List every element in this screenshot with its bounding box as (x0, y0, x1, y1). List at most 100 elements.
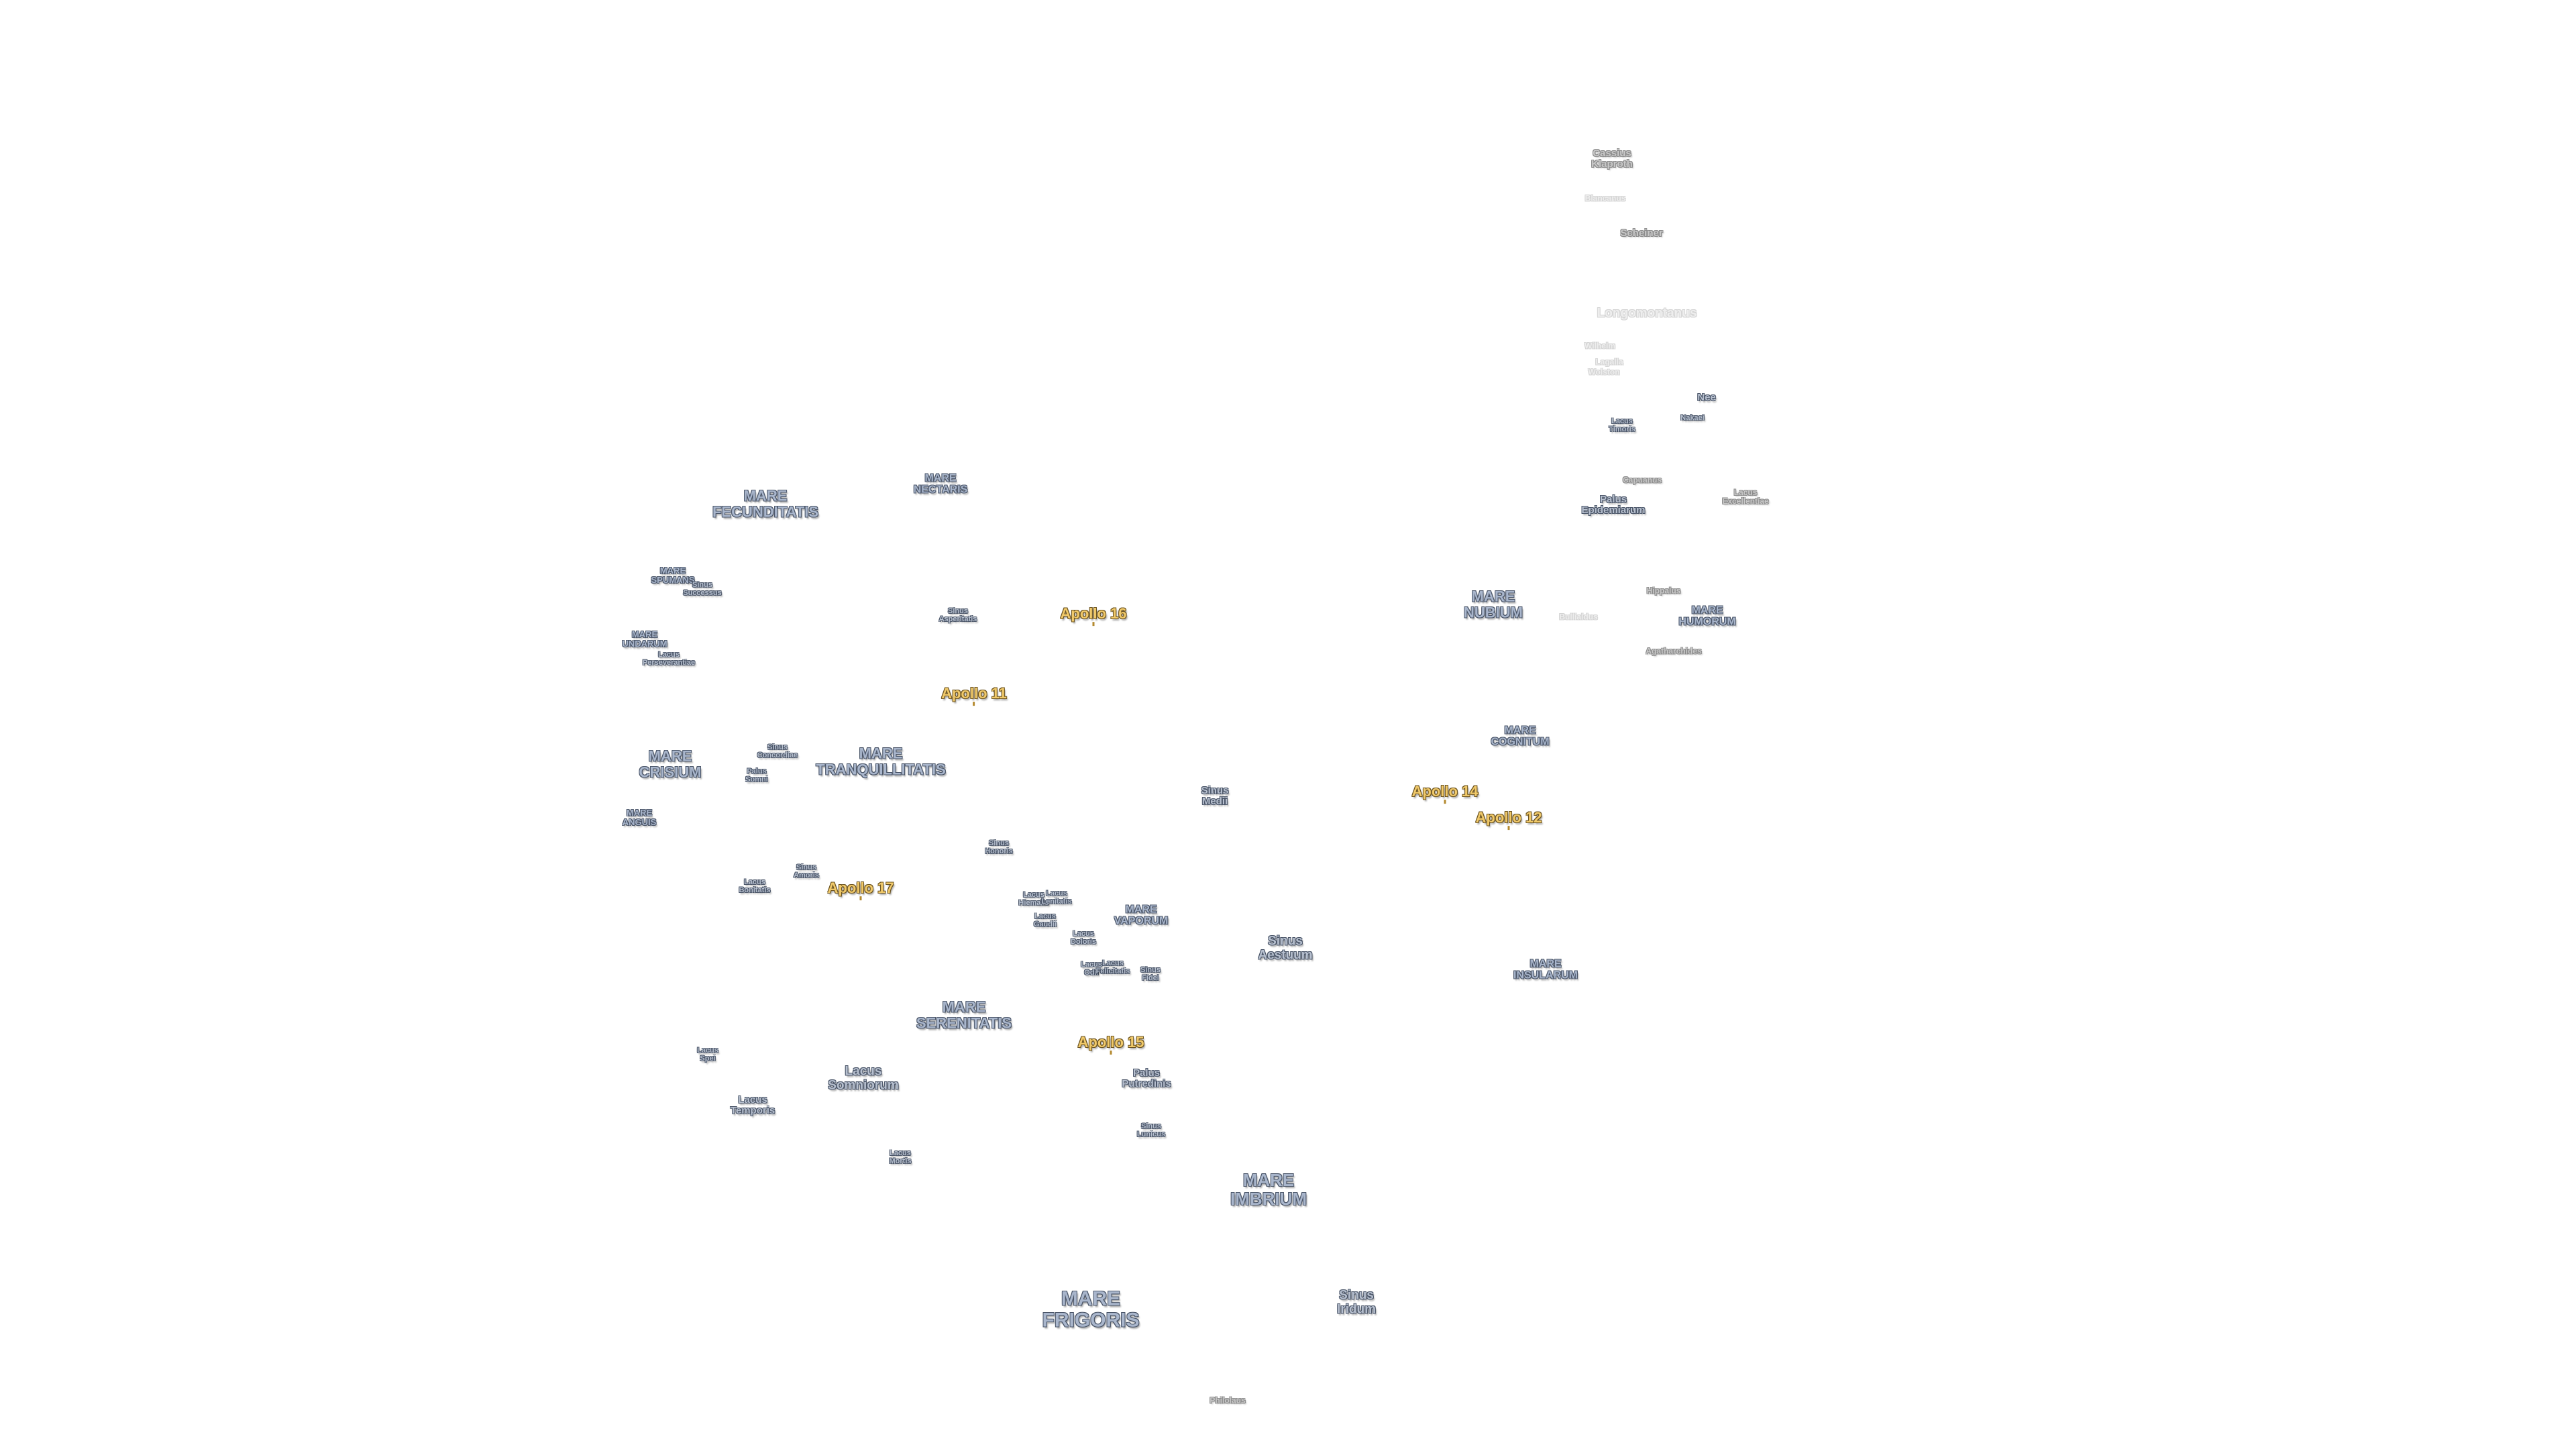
label-line: Asperitatis (938, 615, 977, 623)
label-line: HUMORUM (1678, 616, 1736, 628)
label-line: Lagalla (1595, 357, 1623, 367)
label-line: UNDARUM (622, 639, 667, 649)
label-line: Sinus (1201, 784, 1229, 796)
label-line: Palus (747, 767, 767, 776)
label-line: Lacus (738, 1093, 767, 1106)
landing-site-apollo-16: Apollo 16 (1060, 606, 1127, 626)
label-line: Temporis (730, 1105, 775, 1116)
label-line: Bonitatis (739, 886, 771, 894)
label-line: Nee (1697, 391, 1716, 403)
label-line: TRANQUILLITATIS (816, 761, 946, 777)
label-line: Sinus (1339, 1288, 1374, 1303)
label-line: VAPORUM (1114, 916, 1169, 927)
label-line: Sinus (989, 839, 1009, 848)
apollo-11-marker (973, 701, 975, 706)
label-line: Perseverantiae (642, 659, 696, 667)
label-line: Bullialdus (1559, 612, 1598, 622)
label-line: MARE (1061, 1287, 1121, 1310)
label-line: MARE (1125, 904, 1157, 916)
crater-blancanus: Blancanus (1585, 193, 1626, 203)
apollo-17-marker (859, 896, 862, 900)
label-line: Lunicus (1136, 1130, 1166, 1138)
label-line: Doloris (1071, 938, 1096, 946)
apollo-15-marker (1110, 1050, 1112, 1055)
label-line: Scheiner (1620, 227, 1663, 239)
label-line: SPUMANS (651, 575, 695, 585)
label-line: Klaproth (1591, 158, 1633, 170)
label-line: NECTARIS (913, 484, 968, 496)
label-line: MARE (626, 807, 653, 818)
label-line: Epidemiarum (1581, 504, 1646, 516)
label-line: Palus (1599, 493, 1627, 505)
label-line: Iridum (1336, 1302, 1377, 1316)
label-line: MARE (1242, 1169, 1295, 1190)
label-line: MARE (859, 745, 903, 762)
label-line: Cassius (1593, 147, 1631, 159)
label-line: Medii (1201, 796, 1228, 807)
label-line: INSULARUM (1513, 970, 1578, 981)
label-line: MARE (659, 565, 686, 576)
label-line: COGNITUM (1491, 737, 1550, 748)
label-line: Putredinis (1122, 1078, 1171, 1089)
label-line: Gaudii (1033, 920, 1057, 928)
label-line: Philolaus (1210, 1395, 1246, 1405)
crater-capuanus: Capuanus (1623, 476, 1662, 485)
label-line: Lenitatis (1041, 898, 1072, 906)
label-line: Odii (1084, 969, 1099, 977)
label-line: Lacus (697, 1046, 718, 1055)
landing-site-apollo-15: Apollo 15 (1077, 1034, 1144, 1055)
crater-nakaei: Nakaei (1680, 414, 1704, 423)
label-line: Lacus (845, 1064, 882, 1079)
label-line: MARE (1691, 604, 1723, 616)
label-line: Fidei (1142, 974, 1159, 982)
label-line: ANGUIS (622, 817, 657, 827)
label-line: Sinus (796, 863, 816, 872)
label-line: Somni (745, 775, 768, 784)
crater-hippalus: Hippalus (1647, 586, 1681, 596)
label-line: Lacus (1046, 890, 1067, 898)
label-line: Hiemalis (1018, 899, 1049, 907)
label-line: SERENITATIS (916, 1014, 1012, 1031)
label-line: Honoris (985, 847, 1013, 855)
label-line: Successus (683, 589, 722, 597)
apollo-14-marker (1444, 799, 1446, 804)
crater-wilhelm: Wilhelm (1585, 341, 1615, 351)
label-line: Wolston (1588, 367, 1620, 377)
label-line: Blancanus (1585, 193, 1626, 203)
label-line: MARE (924, 472, 957, 484)
label-line: FRIGORIS (1042, 1309, 1140, 1332)
label-line: Longomontanus (1597, 306, 1697, 321)
label-line: MARE (631, 629, 658, 639)
